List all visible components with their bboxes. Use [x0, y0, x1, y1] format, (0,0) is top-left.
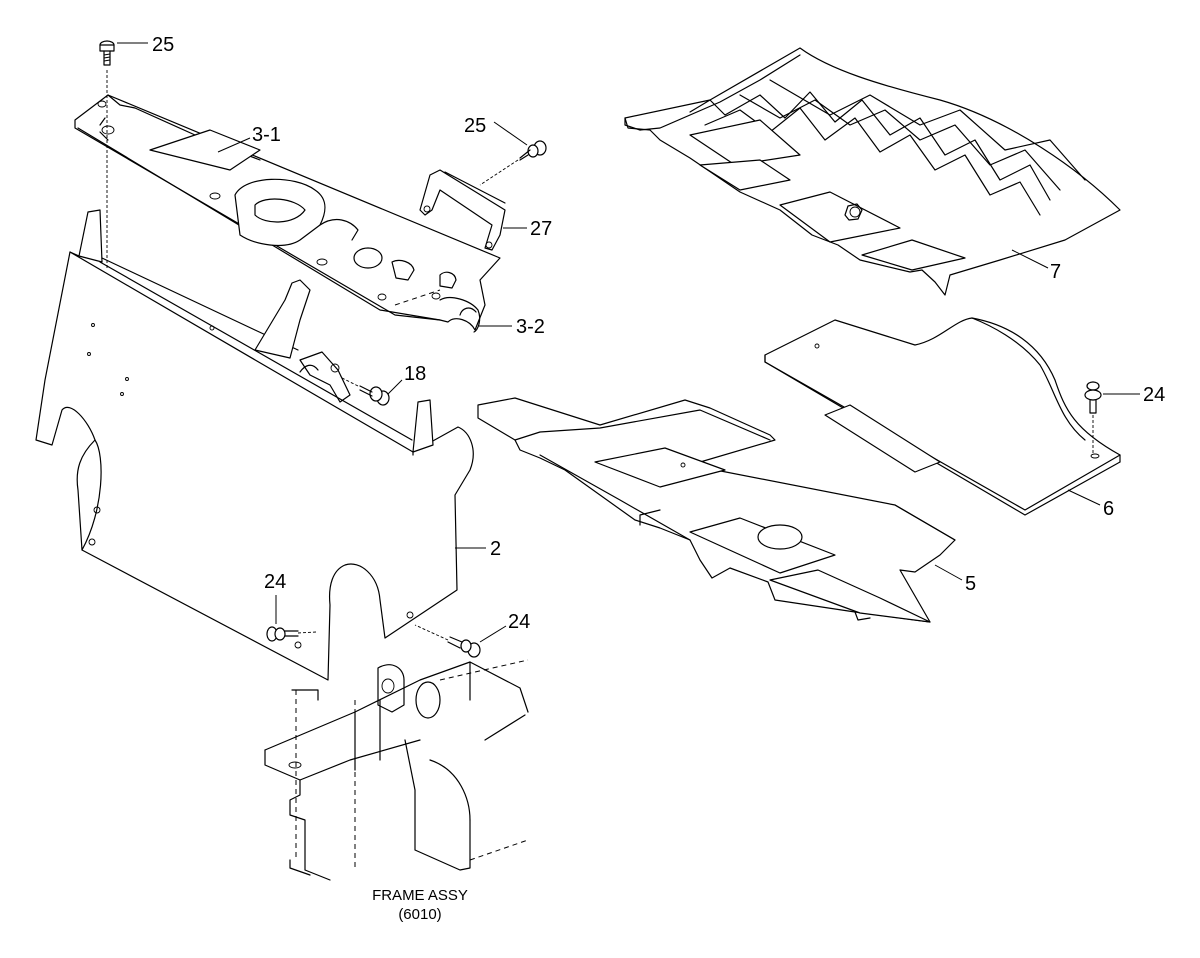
- frame-assy-code: (6010): [398, 906, 441, 923]
- callout-25-top: 25: [152, 34, 174, 56]
- callout-3-1: 3-1: [252, 124, 281, 146]
- callout-24-mid: 24: [508, 611, 530, 633]
- callout-5: 5: [965, 573, 976, 595]
- callout-6: 6: [1103, 498, 1114, 520]
- callout-2: 2: [490, 538, 501, 560]
- callout-3-2: 3-2: [516, 316, 545, 338]
- part-27-bracket: [419, 169, 506, 251]
- frame-assy-drawing: [264, 659, 529, 881]
- bolt-24-left-icon: [266, 626, 317, 642]
- callout-18: 18: [404, 363, 426, 385]
- bolt-25-mid-icon: [479, 140, 547, 186]
- callout-7: 7: [1050, 261, 1061, 283]
- frame-assy-caption: FRAME ASSY: [372, 887, 468, 904]
- callout-24-left: 24: [264, 571, 286, 593]
- leader-lines: [117, 42, 1140, 643]
- bolt-25-top-icon: [99, 40, 115, 270]
- part-5-plate: [477, 397, 956, 623]
- bolt-18-icon: [339, 376, 390, 406]
- part-3-cover: [74, 94, 501, 333]
- callout-24-right: 24: [1143, 384, 1165, 406]
- bolt-24-right-icon: [1084, 381, 1102, 455]
- part-7-mat: [624, 47, 1121, 296]
- callout-25-mid: 25: [464, 115, 486, 137]
- part-6-mat: [764, 317, 1121, 516]
- callout-27: 27: [530, 218, 552, 240]
- part-2-panel: [35, 209, 474, 681]
- bolt-24-mid-icon: [414, 624, 481, 658]
